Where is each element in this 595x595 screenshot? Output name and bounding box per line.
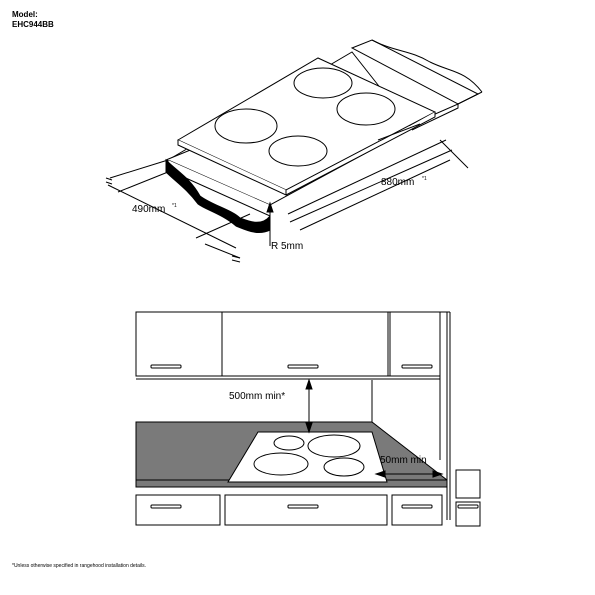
width-label: 880mm: [381, 177, 414, 188]
cabinet-handle: [401, 364, 433, 369]
cutout-diagram: [105, 39, 483, 263]
cooking-zone: [214, 108, 278, 144]
cabinet-handle: [150, 364, 182, 369]
side-clearance-arrow: [374, 470, 444, 478]
cooking-zone: [273, 435, 305, 451]
upper-cabinets: [135, 311, 450, 380]
radius-label: R 5mm: [271, 241, 303, 252]
cabinet-handle: [150, 504, 182, 509]
model-label: Model:: [12, 10, 38, 19]
kitchen-diagram: [135, 311, 481, 527]
cooking-zones: [214, 67, 396, 167]
lower-cabinets: [135, 494, 481, 527]
depth-superscript: *1: [172, 203, 177, 209]
side-clearance-label: 50mm min: [380, 455, 427, 466]
cooking-zone: [336, 92, 396, 126]
width-dimension: [287, 123, 469, 231]
side-cabinet: [455, 469, 481, 499]
cooking-zone: [323, 457, 365, 477]
cabinet-handle: [287, 504, 319, 509]
rangehood-clearance-label: 500mm min*: [229, 391, 285, 402]
cooking-zone: [253, 452, 309, 476]
width-superscript: *1: [422, 176, 427, 182]
cabinet-handle: [401, 504, 433, 509]
radius-leader: [266, 201, 274, 246]
cabinet-handle: [287, 364, 319, 369]
cabinet-handle: [457, 504, 479, 509]
footnote: *Unless otherwise specified in rangehood…: [12, 563, 146, 569]
model-code: EHC944BB: [12, 20, 54, 29]
depth-dimension: [105, 159, 251, 263]
cooking-zone: [307, 434, 361, 458]
cooking-zone: [293, 67, 353, 99]
rangehood-clearance-arrow: [305, 378, 313, 434]
bench-cooktop: [227, 431, 388, 483]
depth-label: 490mm: [132, 204, 165, 215]
cooktop: [176, 57, 437, 196]
cooking-zone: [268, 135, 328, 167]
